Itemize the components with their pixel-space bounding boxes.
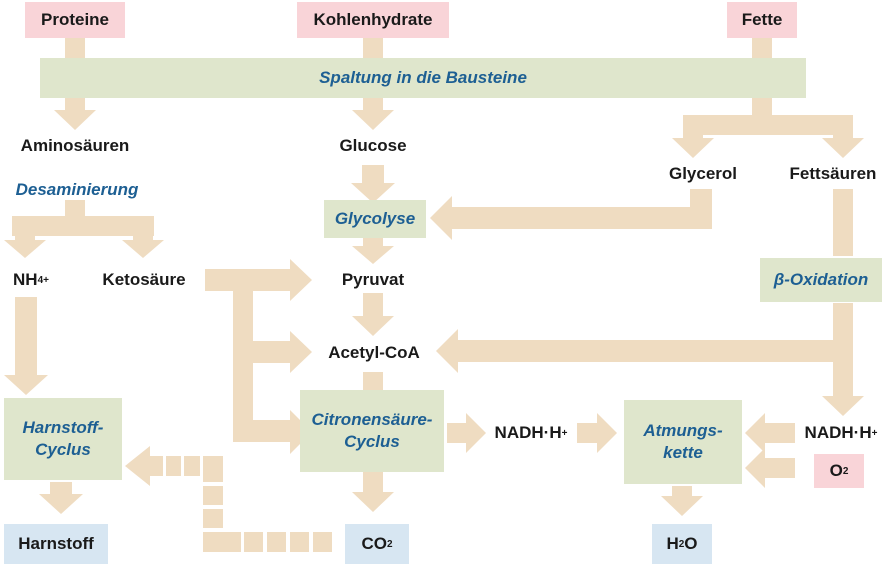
arrow-nadhright-atmungskette <box>745 413 795 453</box>
co2-sub: 2 <box>386 538 393 550</box>
arrow-ketosaeure-acetylcoa <box>253 331 312 373</box>
ketosaeure-label: Ketosäure <box>102 270 186 289</box>
atmungskette-box: Atmungs-kette <box>624 400 742 484</box>
arrow-to-fettsaeuren <box>822 135 864 158</box>
arrow-citronen-co2 <box>352 472 394 512</box>
spaltung-label: Spaltung in die Bausteine <box>319 68 527 87</box>
fette-split-bar <box>683 115 853 135</box>
arrow-betaox-acetylcoa <box>436 329 833 373</box>
arrow-pyruvat-acetylcoa <box>352 293 394 336</box>
arrow-glucose-glycolyse <box>351 165 395 203</box>
nadh-center-base: NADH·H <box>494 423 562 442</box>
spaltung-band <box>40 58 806 98</box>
nadh-right-base: NADH·H <box>804 423 872 442</box>
glycolyse-box: Glycolyse <box>324 200 426 238</box>
kohlenhydrate-stem <box>363 38 383 58</box>
arrow-o2-atmungskette <box>745 448 795 488</box>
glycerol-label: Glycerol <box>668 164 738 183</box>
arrow-glycolyse-pyruvat <box>352 238 394 264</box>
harnstoff-cyclus-line1: Harnstoff- <box>22 418 104 437</box>
arrow-to-glucose <box>352 98 394 130</box>
nadh-center-sup: + <box>561 427 568 439</box>
ketosaeure-vertical <box>233 291 253 442</box>
nadh-right-sup: + <box>871 427 878 439</box>
kohlenhydrate-box: Kohlenhydrate <box>297 2 449 38</box>
h2o-base: H <box>666 534 679 553</box>
arrow-nh4-harnstoffcyclus <box>4 297 48 395</box>
h2o-sub: 2 <box>678 538 685 550</box>
arrow-harnstoffcyclus-harnstoff <box>39 482 83 514</box>
fettsaeuren-label: Fettsäuren <box>789 164 877 183</box>
beta-oxidation-box: β-Oxidation <box>760 258 882 302</box>
arrow-glycerol-glycolyse <box>430 196 712 240</box>
desaminierung-label: Desaminierung <box>15 180 139 199</box>
arrow-citronen-nadh <box>447 413 486 453</box>
pyruvat-label: Pyruvat <box>341 270 405 289</box>
h2o-tail: O <box>684 534 698 553</box>
nh4-sup: + <box>43 274 49 286</box>
nadh-center-label: NADH·H+ <box>488 420 574 446</box>
aminosaeuren-label: Aminosäuren <box>20 136 130 155</box>
stem-acetylcoa-citronen <box>363 372 383 390</box>
arrow-to-ketosaeure <box>122 236 164 258</box>
fette-box: Fette <box>727 2 797 38</box>
o2-sub: 2 <box>842 465 849 477</box>
citronensaeure-cyclus-line1: Citronensäure- <box>311 410 433 429</box>
co2-recycle-dashed-arrow <box>125 446 332 552</box>
nh4-sub: 4 <box>37 274 44 286</box>
arrow-atmungskette-h2o <box>661 486 703 516</box>
arrow-ketosaeure-pyruvat <box>205 259 312 301</box>
atmungskette-line2: kette <box>663 443 703 462</box>
o2-base: O <box>829 461 843 480</box>
desaminierung-bar <box>12 216 154 236</box>
co2-base: CO <box>361 534 387 553</box>
arrow-to-glycerol <box>672 135 714 158</box>
harnstoff-box: Harnstoff <box>4 524 108 564</box>
nadh-right-label: NADH·H+ <box>798 420 884 446</box>
glucose-label: Glucose <box>339 136 407 155</box>
acetyl-coa-label: Acetyl-CoA <box>328 343 420 362</box>
fette-stem <box>752 38 772 58</box>
harnstoff-cyclus-line2: Cyclus <box>35 440 91 459</box>
nh4-base: NH <box>13 270 38 289</box>
arrow-betaox-nadh <box>822 303 864 416</box>
arrow-nadh-atmungskette <box>577 413 617 453</box>
fettsaeuren-stem <box>833 189 853 256</box>
arrow-to-nh4 <box>4 236 46 258</box>
atmungskette-line1: Atmungs- <box>643 421 723 440</box>
fette-split-stem <box>752 98 772 115</box>
proteine-box: Proteine <box>25 2 125 38</box>
citronensaeure-cyclus-line2: Cyclus <box>344 432 400 451</box>
proteine-stem <box>65 38 85 58</box>
arrow-to-aminosaeuren <box>54 98 96 130</box>
desaminierung-stem <box>65 200 85 216</box>
harnstoff-cyclus-box: Harnstoff- Cyclus <box>4 398 122 480</box>
arrow-ketosaeure-citronen <box>233 410 312 454</box>
citronensaeure-cyclus-box: Citronensäure- Cyclus <box>300 390 444 472</box>
